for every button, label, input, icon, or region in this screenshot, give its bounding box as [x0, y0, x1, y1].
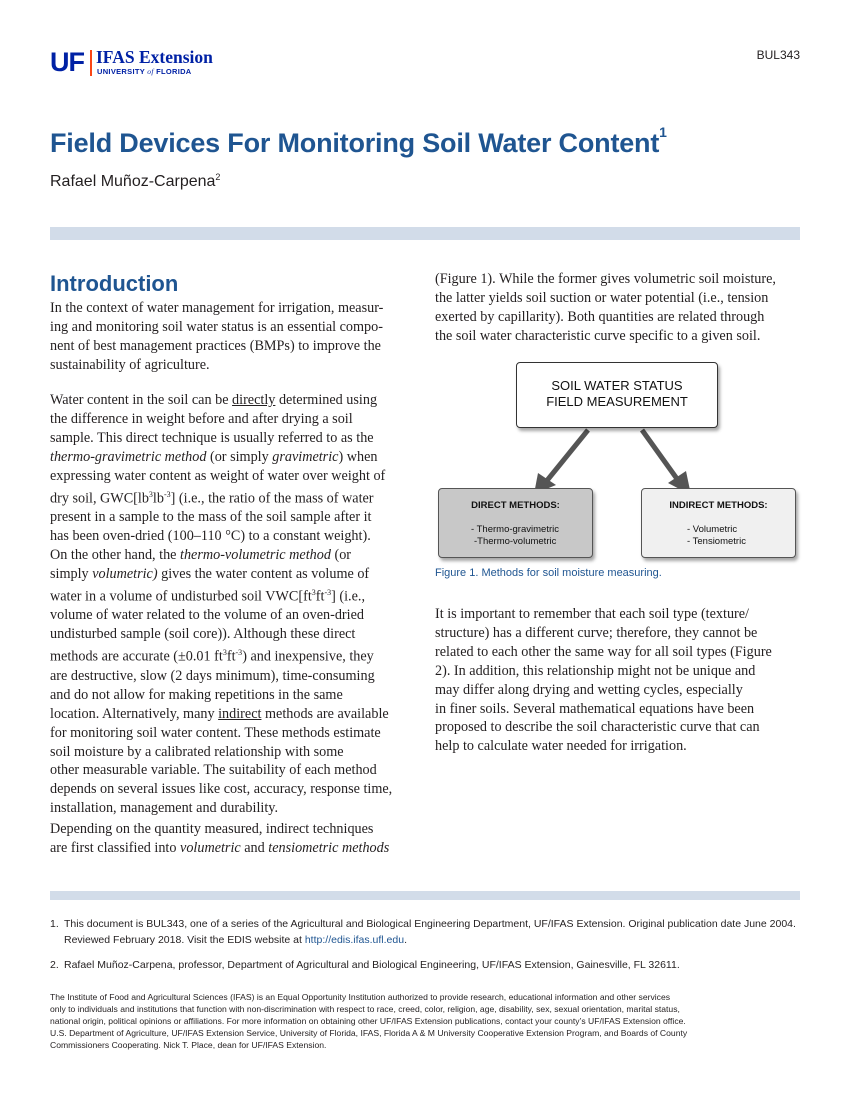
- footnote-divider: [50, 891, 800, 900]
- right-paragraph-2: It is important to remember that each so…: [435, 606, 772, 755]
- section-heading: Introduction: [50, 271, 179, 296]
- indirect-method-item: - Volumetric: [687, 524, 738, 535]
- logo-divider: [90, 50, 92, 76]
- arrow-to-direct: [543, 428, 590, 485]
- arrow-to-indirect: [639, 428, 683, 485]
- direct-method-item: -Thermo-volumetric: [474, 536, 557, 547]
- author-footnote-mark: 2: [215, 172, 221, 182]
- top-divider: [50, 227, 800, 240]
- figure-caption: Figure 1. Methods for soil moisture meas…: [435, 567, 662, 579]
- logo-ifas-text: IFAS Extension: [96, 47, 213, 67]
- logo-university-text: UNIVERSITY of FLORIDA: [97, 67, 192, 76]
- edis-link[interactable]: http://edis.ifas.ufl.edu: [304, 933, 405, 946]
- title-footnote-mark: 1: [659, 124, 667, 140]
- direct-method-item: - Thermo-gravimetric: [471, 524, 559, 535]
- footnote-1: 1. This document is BUL343, one of a ser…: [50, 918, 796, 946]
- right-paragraph-1: (Figure 1). While the former gives volum…: [435, 271, 776, 344]
- disclaimer: The Institute of Food and Agricultural S…: [50, 992, 688, 1050]
- diagram-box-indirect-methods: INDIRECT METHODS: - Volumetric - Tensiom…: [641, 488, 796, 558]
- indirect-methods-title: INDIRECT METHODS:: [669, 500, 768, 511]
- footnote-2: 2. Rafael Muñoz-Carpena, professor, Depa…: [50, 959, 680, 971]
- document-number: BUL343: [756, 48, 800, 62]
- intro-paragraph-3: Depending on the quantity measured, indi…: [50, 821, 390, 856]
- page-title: Field Devices For Monitoring Soil Water …: [50, 124, 667, 158]
- logo-uf-mark: UF: [50, 47, 85, 77]
- diagram-box-soil-water-status: SOIL WATER STATUS FIELD MEASUREMENT: [516, 362, 718, 428]
- author-name: Rafael Muñoz-Carpena2: [50, 172, 221, 190]
- indirect-method-item: - Tensiometric: [687, 536, 746, 547]
- intro-paragraph-1: In the context of water management for i…: [50, 300, 384, 373]
- intro-paragraph-2: Water content in the soil can be directl…: [50, 392, 393, 817]
- direct-methods-title: DIRECT METHODS:: [471, 500, 560, 511]
- ifas-extension-logo[interactable]: UF IFAS Extension UNIVERSITY of FLORIDA: [50, 47, 250, 79]
- diagram-box-direct-methods: DIRECT METHODS: - Thermo-gravimetric -Th…: [438, 488, 593, 558]
